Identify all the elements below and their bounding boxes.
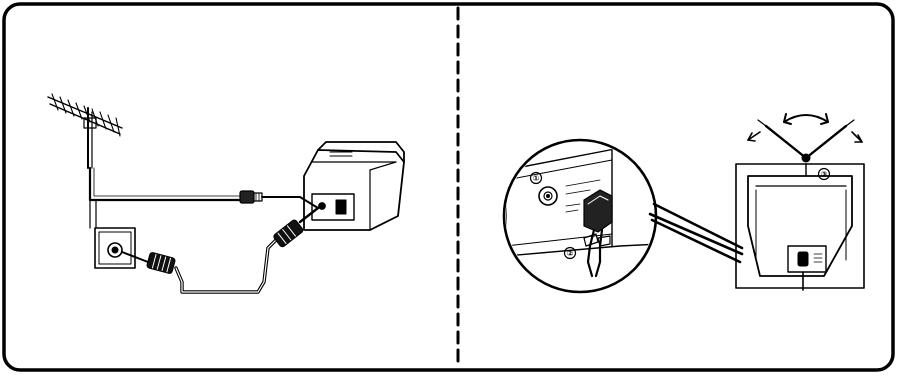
outlet-plug-icon xyxy=(121,251,176,274)
detail-magnifier: ① ② xyxy=(502,138,658,294)
rooftop-antenna-icon xyxy=(47,93,123,169)
rabbit-ear-antenna-icon xyxy=(747,113,863,163)
antenna-jack-icon xyxy=(538,186,558,206)
wall-outlet-icon xyxy=(94,227,136,269)
svg-text:①: ① xyxy=(533,174,540,183)
callout-2: ② xyxy=(563,246,577,260)
coax-cable xyxy=(174,238,278,294)
left-panel xyxy=(47,93,405,294)
antenna-downlead-cable xyxy=(88,166,242,202)
right-panel: ① ② xyxy=(502,113,865,294)
outer-border xyxy=(2,2,895,372)
cable-connector-icon xyxy=(239,190,263,204)
callout-3: ③ xyxy=(817,167,831,181)
tv-rear-right-icon xyxy=(735,163,865,291)
tv-rear-left-icon xyxy=(303,141,405,231)
svg-text:②: ② xyxy=(567,249,574,258)
adjust-arc-arrow xyxy=(783,114,829,123)
svg-text:③: ③ xyxy=(821,170,828,179)
tv-plug-icon xyxy=(273,206,320,248)
zoom-lines xyxy=(648,202,744,264)
twin-lead-adapter-icon xyxy=(583,189,613,278)
callout-1: ① xyxy=(529,171,543,185)
